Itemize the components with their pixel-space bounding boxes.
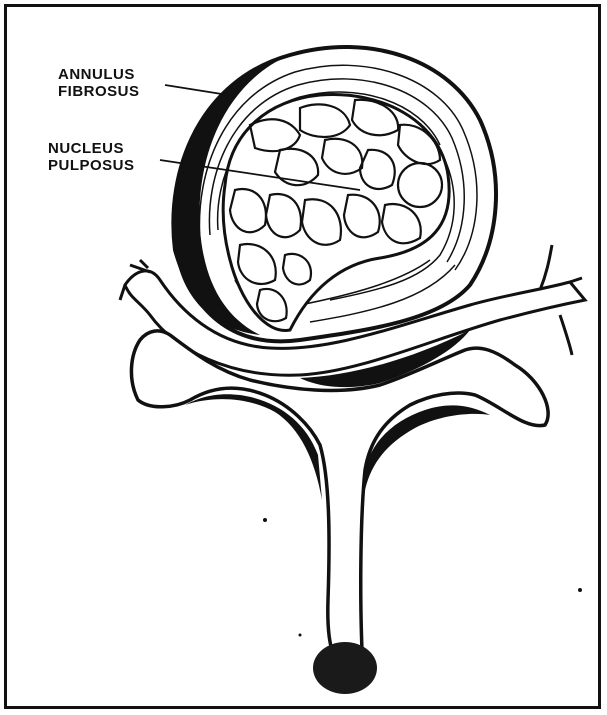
spinous-process-tip [313, 642, 377, 694]
annulus-label-line2: FIBROSUS [58, 83, 140, 100]
nucleus-label-line2: PULPOSUS [48, 157, 135, 174]
nucleus-label-line1: NUCLEUS [48, 140, 135, 157]
annulus-fibrosus-label: ANNULUS FIBROSUS [58, 66, 140, 100]
annulus-label-line1: ANNULUS [58, 66, 140, 83]
annulus-leader-line [165, 85, 228, 95]
ink-specks [263, 518, 582, 637]
nucleus-pulposus-label: NUCLEUS PULPOSUS [48, 140, 135, 174]
